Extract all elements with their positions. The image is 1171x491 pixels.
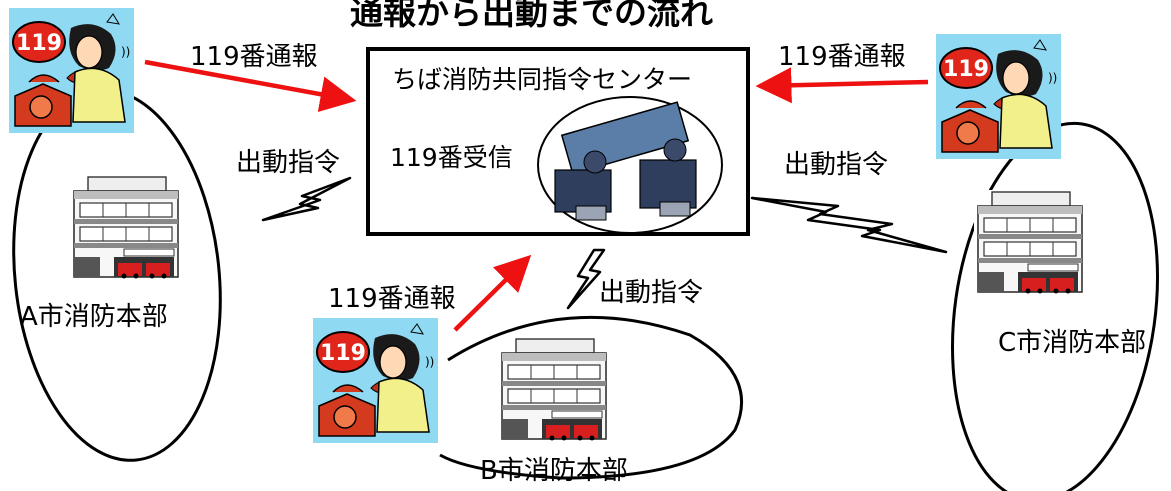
call-label-left: 119番通報 bbox=[190, 42, 318, 72]
dispatch-bolt-left bbox=[261, 176, 352, 222]
call-arrow-bottom bbox=[453, 254, 532, 332]
dispatch-bolt-right bbox=[750, 196, 948, 254]
diagram-title: 通報から出動までの流れ bbox=[350, 0, 713, 32]
station-label-c: C市消防本部 bbox=[998, 328, 1147, 358]
operators-illustration bbox=[537, 96, 723, 234]
fire-station-building-c bbox=[973, 189, 1087, 295]
call-arrow-left bbox=[144, 59, 357, 113]
dispatch-label-bottom: 出動指令 bbox=[599, 278, 704, 308]
caller-illustration-left bbox=[8, 7, 135, 134]
caller-illustration-right bbox=[935, 33, 1062, 160]
call-arrow-right bbox=[755, 67, 929, 104]
station-label-b: B市消防本部 bbox=[480, 456, 628, 486]
fire-station-building-a bbox=[69, 174, 183, 280]
dispatch-center-name: ちば消防共同指令センター bbox=[392, 65, 693, 94]
dispatch-label-left: 出動指令 bbox=[236, 148, 341, 178]
dispatch-bolt-bottom bbox=[566, 248, 606, 310]
call-label-right: 119番通報 bbox=[778, 42, 906, 72]
caller-illustration-bottom bbox=[312, 317, 439, 444]
station-b-ellipse bbox=[439, 315, 744, 480]
dispatch-label-right: 出動指令 bbox=[784, 150, 889, 180]
station-c-ellipse bbox=[951, 121, 1159, 491]
fire-station-building-b bbox=[497, 336, 611, 442]
receive-label: 119番受信 bbox=[390, 143, 513, 172]
station-label-a: A市消防本部 bbox=[20, 302, 168, 332]
call-label-bottom: 119番通報 bbox=[328, 284, 456, 314]
